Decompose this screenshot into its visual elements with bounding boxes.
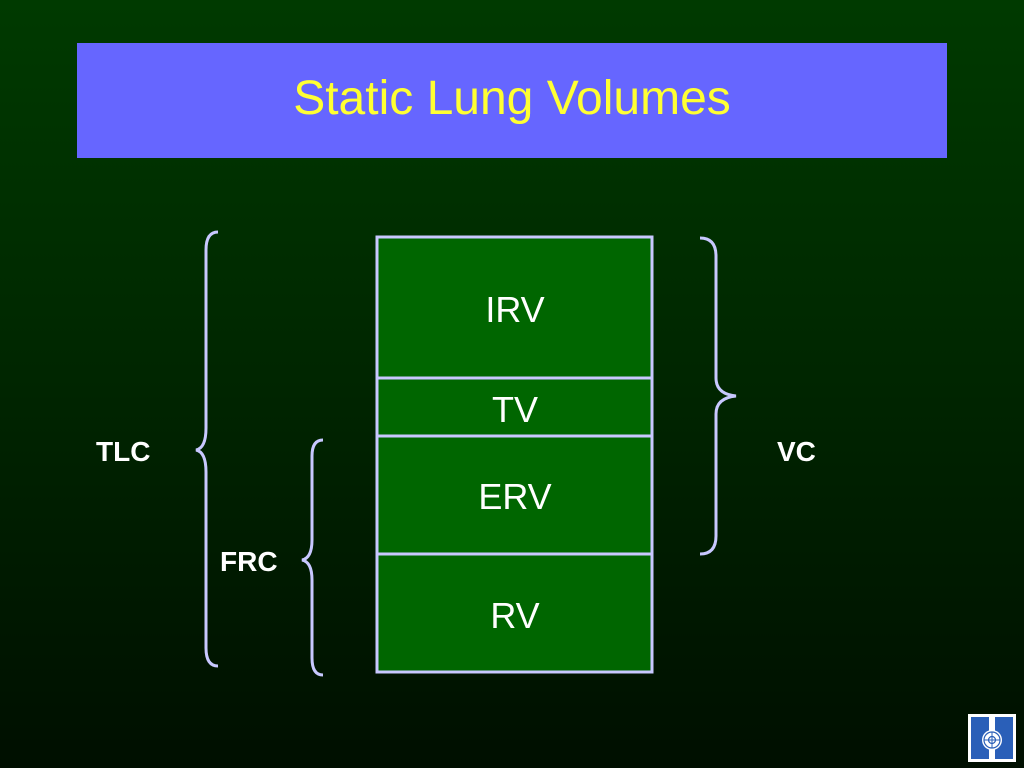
- university-seal-icon: [968, 714, 1016, 762]
- page-title: Static Lung Volumes: [293, 71, 731, 125]
- segment-erv: [375, 434, 654, 556]
- segment-erv-label: ERV: [478, 476, 551, 517]
- frc-brace: [301, 438, 324, 677]
- segment-rv-label: RV: [490, 595, 539, 636]
- segment-irv-label: IRV: [485, 289, 544, 330]
- vc-label: VC: [777, 436, 816, 467]
- segment-tv: [375, 376, 654, 438]
- title-banner: Static Lung Volumes: [77, 43, 947, 158]
- segment-rv: [375, 552, 654, 674]
- volume-stack: [375, 235, 654, 674]
- tlc-label: TLC: [96, 436, 150, 467]
- frc-label: FRC: [220, 546, 278, 577]
- segment-tv-label: TV: [492, 389, 538, 430]
- vc-brace: [699, 236, 737, 556]
- tlc-brace: [195, 230, 219, 668]
